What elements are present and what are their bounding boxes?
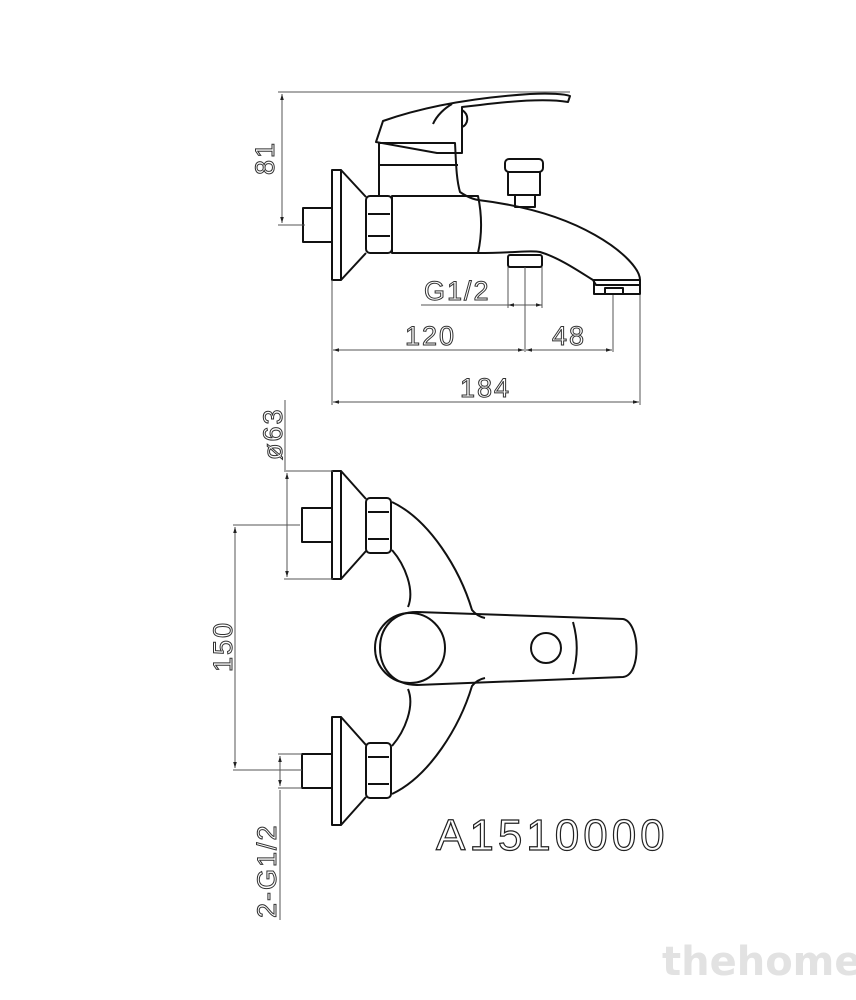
top-upper-connector — [301, 470, 392, 580]
model-number: A1510000 — [436, 811, 669, 860]
side-diverter-bottom — [507, 254, 543, 268]
flange-diameter-dimension-label: ø63 — [258, 407, 288, 460]
side-flange-cone — [340, 169, 367, 281]
side-hex-nut — [365, 195, 393, 254]
inlet-thread-dimension-label: 2-G1/2 — [252, 823, 282, 918]
side-flange — [331, 169, 342, 281]
side-diverter-knob — [504, 158, 544, 208]
overall-length-dimension-label: 184 — [460, 373, 511, 403]
top-handle — [379, 611, 638, 686]
side-spout-aerator — [604, 287, 624, 295]
spout-dimension-label: 48 — [552, 321, 586, 351]
top-handle-base-ring — [374, 612, 446, 684]
side-body — [391, 195, 482, 254]
side-view: 81 G1/2 120 48 184 — [250, 91, 641, 405]
top-lower-connector — [301, 716, 392, 826]
side-mixer-column — [378, 142, 479, 201]
watermark: thehome — [662, 939, 856, 985]
height-dimension-label: 81 — [250, 141, 280, 175]
side-inlet-nipple — [302, 207, 333, 243]
side-spout — [477, 199, 641, 286]
thread-dimension-label: G1/2 — [424, 276, 491, 306]
top-handle-hole — [530, 632, 562, 664]
center-distance-dimension-label: 150 — [208, 621, 238, 672]
side-handle — [375, 92, 571, 154]
top-body-arms — [391, 501, 486, 795]
inlet-to-outlet-dimension-label: 120 — [405, 321, 456, 351]
top-view: ø63 150 2-G1/2 — [208, 400, 638, 920]
